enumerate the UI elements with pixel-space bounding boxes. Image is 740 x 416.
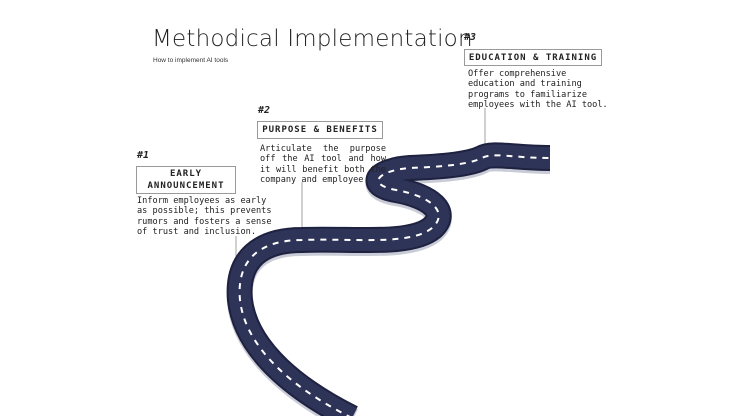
step-1-number: #1 [137,150,149,161]
step-2-label-box: PURPOSE & BENEFITS [257,121,383,139]
step-3-label: EDUCATION & TRAINING [469,52,597,64]
step-3-label-box: EDUCATION & TRAINING [464,49,602,66]
road-surface [240,155,550,416]
step-2-label: PURPOSE & BENEFITS [262,124,378,136]
step-3-description: Offer comprehensive education and traini… [468,69,608,111]
step-1-label-box: EARLY ANNOUNCEMENT [136,166,236,194]
step-1-description: Inform employees as early as possible; t… [137,196,277,238]
step-1-label-line1: EARLY [170,168,202,180]
step-2-description: Articulate the purpose off the AI tool a… [260,144,386,186]
step-3-number: #3 [464,32,476,43]
step-1-label-line2: ANNOUNCEMENT [147,180,224,192]
step-2-number: #2 [258,105,270,116]
